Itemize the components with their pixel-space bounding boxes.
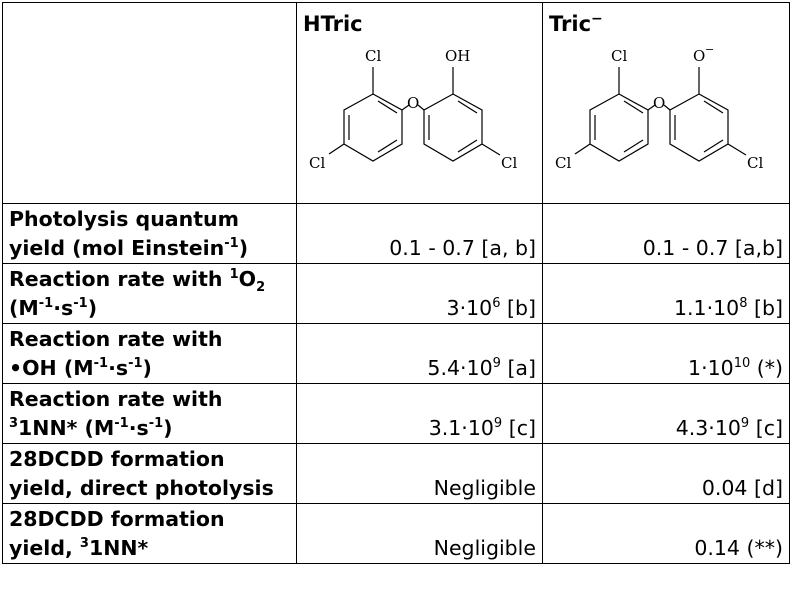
tric-value: 4.3·109 [c] bbox=[542, 383, 790, 444]
htric-name: HTric bbox=[303, 12, 363, 36]
header-row: HTric bbox=[2, 2, 790, 204]
htric-value: Negligible bbox=[296, 503, 543, 564]
tric-phenoxide-charge: − bbox=[705, 43, 714, 56]
table-row: Reaction rate with •OH (M-1·s-1) 5.4·109… bbox=[2, 323, 790, 384]
header-empty-cell bbox=[2, 2, 297, 204]
tric-oxygen: O bbox=[653, 94, 665, 112]
tric-name: Tric− bbox=[549, 11, 603, 36]
tric-cl-top: Cl bbox=[611, 47, 627, 65]
table-row: 28DCDD formation yield, 31NN* Negligible… bbox=[2, 503, 790, 564]
htric-value: 0.1 - 0.7 [a, b] bbox=[296, 203, 543, 264]
table-row: Reaction rate with 1O2 (M-1·s-1) 3·106 [… bbox=[2, 263, 790, 324]
htric-structure: Cl O OH Cl Cl bbox=[309, 47, 517, 172]
htric-value: Negligible bbox=[296, 443, 543, 504]
row-label: Reaction rate with 31NN* (M-1·s-1) bbox=[2, 383, 297, 444]
htric-cl-right: Cl bbox=[501, 154, 517, 172]
htric-hydroxyl: OH bbox=[445, 47, 470, 65]
tric-cl-left: Cl bbox=[555, 154, 571, 172]
tric-value: 0.14 (**) bbox=[542, 503, 790, 564]
data-table: HTric bbox=[2, 2, 790, 564]
header-htric-cell: HTric bbox=[296, 2, 543, 204]
htric-cl-top: Cl bbox=[365, 47, 381, 65]
header-tric-cell: Tric− Cl bbox=[542, 2, 790, 204]
table-row: Reaction rate with 31NN* (M-1·s-1) 3.1·1… bbox=[2, 383, 790, 444]
htric-value: 3.1·109 [c] bbox=[296, 383, 543, 444]
row-label: Reaction rate with •OH (M-1·s-1) bbox=[2, 323, 297, 384]
tric-structure: Cl O O − Cl Cl bbox=[555, 43, 763, 172]
htric-value: 3·106 [b] bbox=[296, 263, 543, 324]
htric-oxygen: O bbox=[407, 94, 419, 112]
htric-cl-left: Cl bbox=[309, 154, 325, 172]
row-label: 28DCDD formation yield, direct photolysi… bbox=[2, 443, 297, 504]
tric-cl-right: Cl bbox=[747, 154, 763, 172]
tric-phenoxide: O bbox=[693, 47, 705, 65]
row-label: 28DCDD formation yield, 31NN* bbox=[2, 503, 297, 564]
table-row: 28DCDD formation yield, direct photolysi… bbox=[2, 443, 790, 504]
tric-value: 1.1·108 [b] bbox=[542, 263, 790, 324]
tric-value: 0.1 - 0.7 [a,b] bbox=[542, 203, 790, 264]
table-row: Photolysis quantum yield (mol Einstein-1… bbox=[2, 203, 790, 264]
row-label: Reaction rate with 1O2 (M-1·s-1) bbox=[2, 263, 297, 324]
htric-value: 5.4·109 [a] bbox=[296, 323, 543, 384]
row-label: Photolysis quantum yield (mol Einstein-1… bbox=[2, 203, 297, 264]
tric-value: 0.04 [d] bbox=[542, 443, 790, 504]
tric-value: 1·1010 (*) bbox=[542, 323, 790, 384]
